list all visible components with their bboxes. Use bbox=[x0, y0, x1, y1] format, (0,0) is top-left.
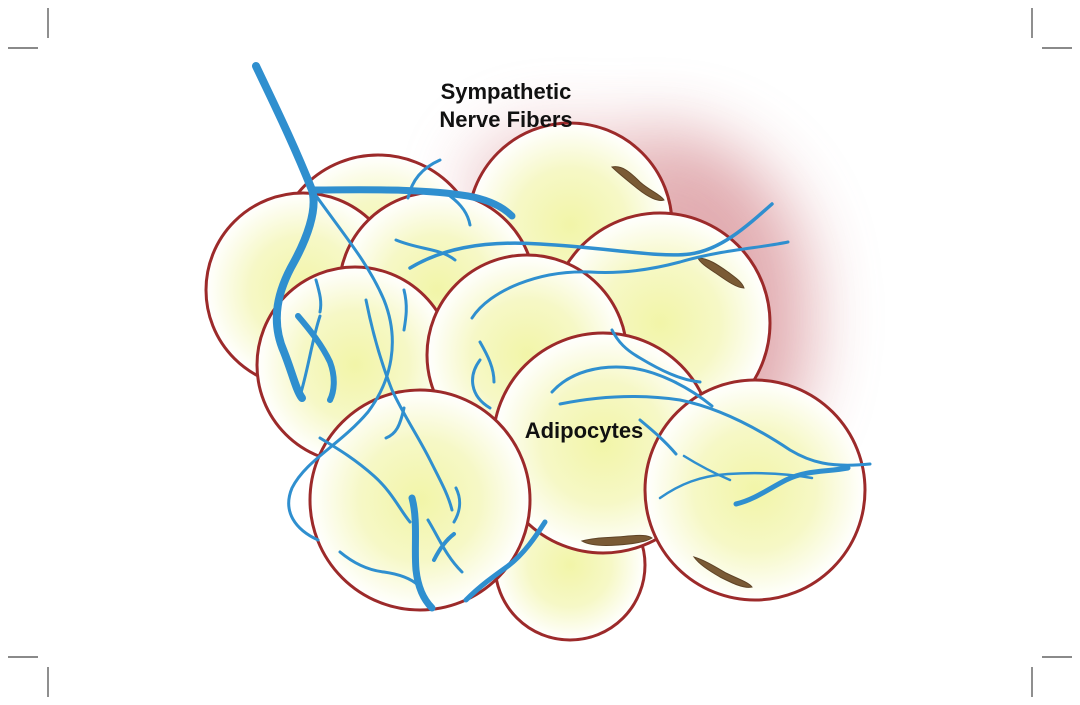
nerve-branch bbox=[295, 313, 337, 403]
sympathetic-nerve-fibers bbox=[252, 62, 872, 612]
nerve-fiber bbox=[314, 278, 323, 314]
nerve-fiber bbox=[384, 406, 406, 440]
nerve-fiber bbox=[402, 288, 408, 332]
nerve-fiber bbox=[638, 418, 678, 456]
adipocyte-cell bbox=[643, 378, 867, 602]
nerve-fibers-label: Sympathetic Nerve Fibers bbox=[400, 78, 612, 134]
adipocytes-label: Adipocytes bbox=[524, 418, 644, 443]
nerve-fiber bbox=[394, 238, 457, 262]
nerve-fiber bbox=[470, 240, 790, 320]
adipocyte-cell bbox=[308, 388, 532, 612]
nucleus bbox=[692, 556, 753, 588]
nerve-branch bbox=[308, 186, 516, 220]
nerve-fiber bbox=[406, 158, 442, 200]
nerve-fiber bbox=[452, 486, 462, 524]
nerve-branch bbox=[432, 532, 456, 562]
nerve-fiber bbox=[298, 314, 322, 398]
nucleus bbox=[610, 166, 665, 201]
nerve-fiber bbox=[471, 358, 492, 410]
crop-marks bbox=[8, 8, 1072, 697]
nerve-fiber bbox=[408, 202, 774, 270]
nerve-fiber bbox=[338, 550, 420, 587]
nerve-fiber bbox=[682, 454, 732, 482]
nerve-fiber bbox=[364, 298, 454, 512]
nerve-fiber bbox=[318, 436, 412, 524]
nerve-fiber bbox=[478, 340, 496, 384]
nerve-fibers-label-line2: Nerve Fibers bbox=[439, 107, 573, 132]
nerve-fiber bbox=[287, 188, 394, 542]
nerve-branch bbox=[733, 465, 851, 507]
nerve-fibers-label-line1: Sympathetic bbox=[440, 79, 572, 104]
nerve-fiber bbox=[610, 328, 702, 384]
nucleus bbox=[580, 534, 653, 546]
nucleus bbox=[697, 257, 745, 289]
nuclei bbox=[580, 166, 753, 588]
nerve-trunk bbox=[252, 62, 318, 402]
nerve-fiber bbox=[558, 395, 872, 467]
nerve-branch bbox=[408, 494, 436, 612]
nerve-fiber bbox=[448, 194, 472, 227]
nerve-fiber bbox=[550, 365, 714, 408]
nerve-branch bbox=[463, 519, 548, 603]
